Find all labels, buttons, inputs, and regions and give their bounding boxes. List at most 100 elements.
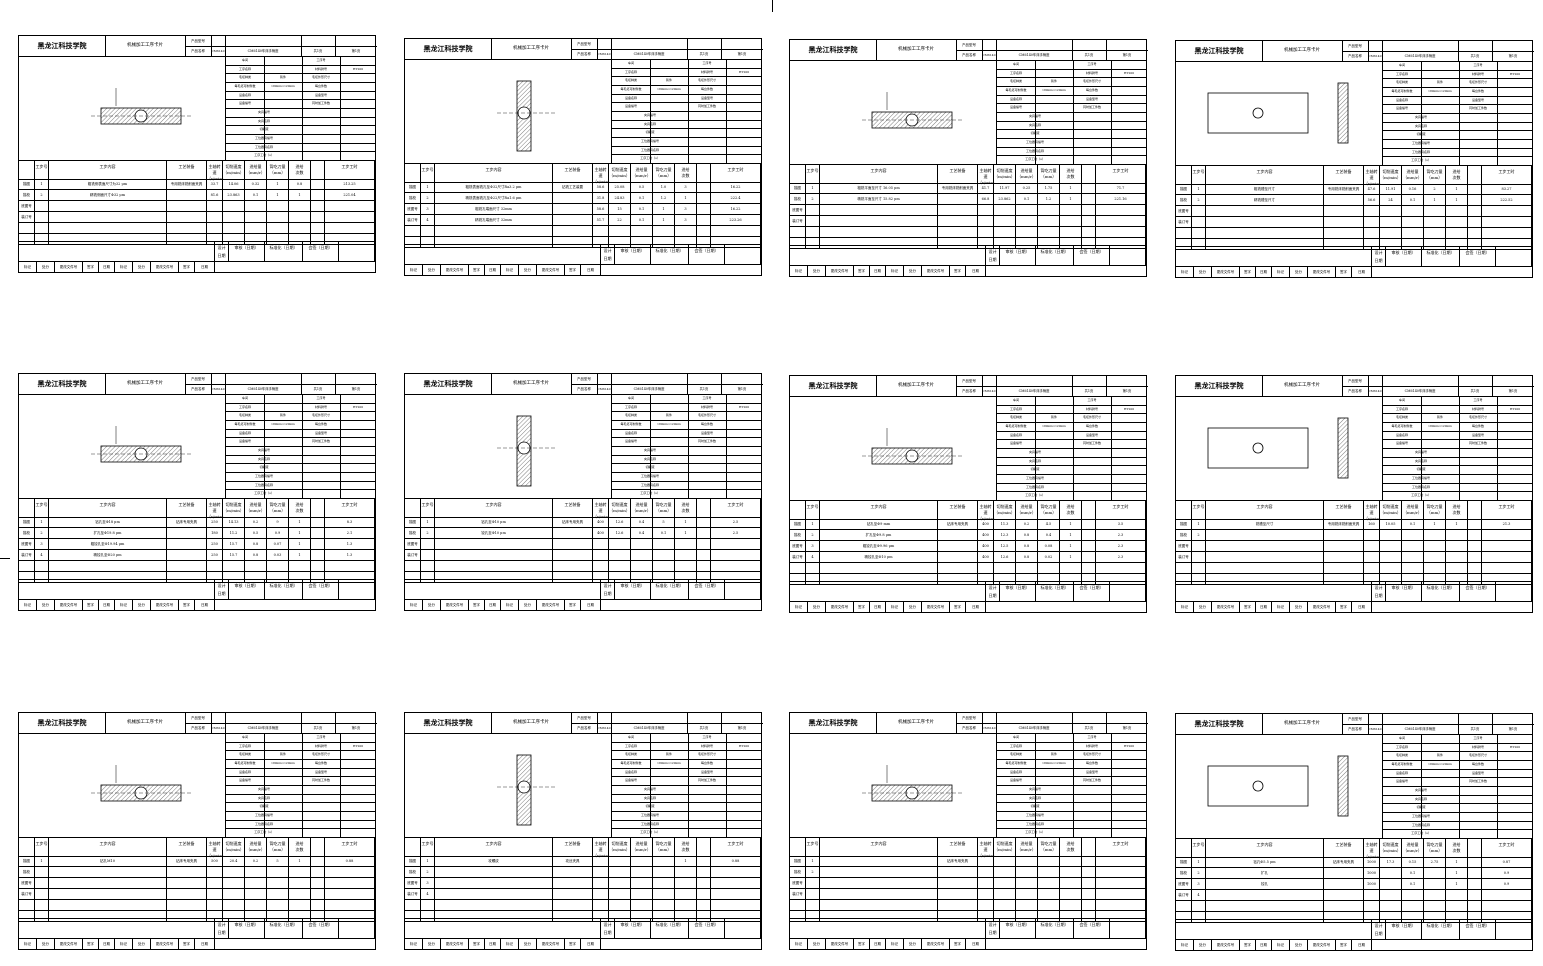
revision-cell: 标记 <box>115 939 133 949</box>
table-cell: 223.26 <box>711 215 761 225</box>
table-cell: 描校 <box>19 190 35 200</box>
revision-cell: 日期 <box>99 939 115 949</box>
revision-cell: 日期 <box>195 600 215 610</box>
sign-cell <box>405 245 601 265</box>
approval-footer: 设计 日期审核（日期）标准化（日期）会签（日期）标记处分更改文件号签字日期标记处… <box>405 244 761 275</box>
table-cell <box>223 911 245 921</box>
table-cell: 41.7 <box>978 183 994 193</box>
table-cell <box>1364 530 1380 540</box>
cell-text: 工位器具名称 <box>1025 821 1044 826</box>
table-cell <box>1192 552 1206 562</box>
col-header: 工步号 <box>35 838 49 856</box>
table-cell <box>1038 574 1060 584</box>
table-cell <box>1016 900 1038 910</box>
grid-line <box>1383 777 1533 778</box>
cell-text: 夹具编号 <box>643 113 656 117</box>
sign-cell: 会签（日期） <box>1074 246 1110 266</box>
sign-cell: 设计 日期 <box>601 245 615 265</box>
table-row: 装订号 <box>19 212 375 223</box>
table-cell: 描校 <box>405 193 421 203</box>
cell-text: CM6140 <box>982 53 996 57</box>
col-header: 进给量 （mm/r） <box>1402 839 1424 857</box>
table-cell <box>938 238 978 248</box>
col-header: 工步号 <box>35 499 49 517</box>
table-row <box>405 561 761 572</box>
cell-text: 工序名称 <box>1009 406 1022 411</box>
col-header: 主轴转速 （r/min） <box>593 499 612 519</box>
revision-cell: 更改文件号 <box>1212 267 1240 277</box>
grid-line <box>226 437 376 438</box>
table-header: 工步号工步内容工艺装备主轴转速 （r/min）切削速度 （m/min）进给量 （… <box>1176 166 1532 186</box>
table-cell: 1 <box>289 517 311 527</box>
grid-line <box>226 489 376 490</box>
table-cell <box>697 182 711 192</box>
col-header: 工步内容 <box>1206 839 1324 857</box>
table-cell: 钻床专用夹具 <box>938 519 978 529</box>
table-cell: 221.04 <box>325 190 375 200</box>
table-cell <box>1206 217 1324 227</box>
cell-text: 工序名称 <box>238 66 251 71</box>
cell-text: 毛坯种类 <box>1395 753 1408 758</box>
grid-line <box>1383 69 1533 71</box>
revision-cell: 处分 <box>37 939 55 949</box>
table-cell <box>289 234 311 244</box>
table-row: 底图号 <box>1176 206 1532 217</box>
table-cell <box>711 550 761 560</box>
table-cell <box>267 223 289 233</box>
table-cell: 14.06 <box>223 179 245 189</box>
cell-text: 毛坯外形尺寸 <box>697 78 716 83</box>
table-cell <box>1324 228 1364 238</box>
grid-line <box>226 472 376 473</box>
table-cell <box>675 867 697 877</box>
grid-line <box>612 741 762 743</box>
table-cell: 5 <box>653 517 675 527</box>
table-cell <box>820 216 938 226</box>
revision-cell: 标记 <box>405 265 423 275</box>
sign-cell: 审核（日期） <box>1000 246 1036 266</box>
table-cell <box>1060 574 1082 584</box>
table-cell: 精铰孔至Φ20 μm <box>49 550 167 560</box>
table-cell <box>167 878 207 888</box>
table-cell <box>1096 867 1146 877</box>
table-cell <box>994 878 1016 888</box>
cell-text: 工序名称 <box>624 404 637 409</box>
cell-text: HT200 <box>1509 744 1521 749</box>
col-header: 背吃刀量 （mm） <box>653 838 675 856</box>
table-cell: 400 <box>978 541 994 551</box>
table-cell: 描图 <box>790 519 806 529</box>
table-cell <box>223 234 245 244</box>
table-cell <box>289 900 311 910</box>
table-cell: 0.88 <box>325 856 375 866</box>
table-cell: 0.8 <box>245 539 267 549</box>
table-cell <box>938 530 978 540</box>
table-cell <box>1060 856 1082 866</box>
product-name-label: 产品名称 <box>956 50 983 60</box>
table-cell <box>697 561 711 571</box>
table-cell: 250 <box>207 539 223 549</box>
revision-cell: 标记 <box>115 600 133 610</box>
table-cell <box>207 878 223 888</box>
revision-cell: 处分 <box>1290 267 1308 277</box>
revision-cell: 日期 <box>99 600 115 610</box>
table-cell <box>223 572 245 582</box>
table-cell <box>167 911 207 921</box>
table-cell <box>631 237 653 247</box>
table-cell: 装订号 <box>19 889 35 899</box>
table-cell <box>1468 541 1482 551</box>
table-cell <box>938 574 978 584</box>
table-cell <box>1380 901 1402 911</box>
grid-line <box>997 146 1147 148</box>
sign-cell: 会签（日期） <box>303 580 339 600</box>
table-cell: 9 <box>267 517 289 527</box>
cell-text: 切削液 <box>1416 467 1426 472</box>
table-cell <box>311 572 325 582</box>
table-cell <box>1192 901 1206 911</box>
table-cell: 15 <box>609 204 631 214</box>
grid-line <box>1073 396 1074 500</box>
table-cell: 2 <box>1192 868 1206 878</box>
table-cell: 10.05 <box>1380 519 1402 529</box>
